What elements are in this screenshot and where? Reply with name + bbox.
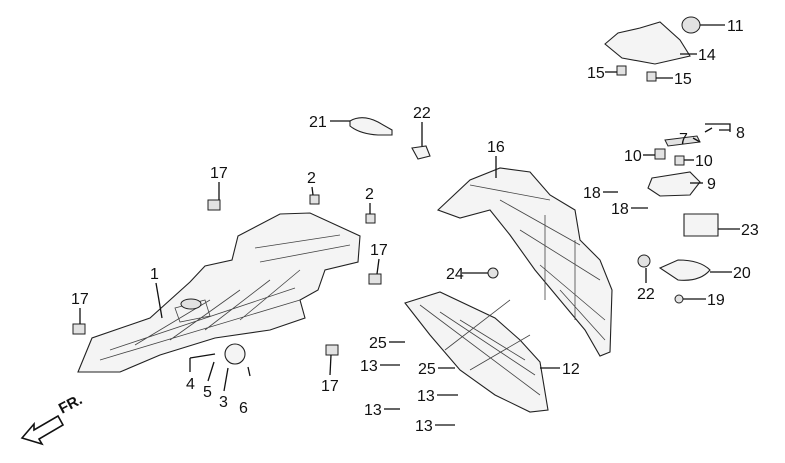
nut-part-22a <box>411 145 431 160</box>
collar-part-15b <box>646 71 657 82</box>
rear-fender-part-16 <box>436 167 613 357</box>
callout-13: 13 <box>415 418 433 435</box>
turn-signal-part-21 <box>349 117 393 136</box>
callout-4: 4 <box>186 376 195 393</box>
callout-18: 18 <box>611 201 629 218</box>
collar-part-10b <box>674 155 685 166</box>
callout-8: 8 <box>736 125 745 142</box>
callout-24: 24 <box>446 266 464 283</box>
callout-11: 11 <box>727 18 744 35</box>
callout-16: 16 <box>487 139 505 156</box>
callout-labels: 11 14 15 15 21 22 7 8 16 10 10 9 18 18 1… <box>71 18 759 435</box>
inner-fender-part-1 <box>77 212 361 373</box>
nut-part-24 <box>487 267 499 279</box>
collar-part-10a <box>654 148 666 160</box>
bolts <box>72 194 382 377</box>
callout-25: 25 <box>418 361 436 378</box>
callout-14: 14 <box>698 47 716 64</box>
callout-25: 25 <box>369 335 387 352</box>
callout-7: 7 <box>679 131 688 148</box>
callout-13: 13 <box>364 402 382 419</box>
front-label: FR. <box>56 391 85 417</box>
turn-signal-part-20 <box>658 259 711 281</box>
callout-20: 20 <box>733 265 751 282</box>
collar-part-15a <box>616 65 627 76</box>
callout-21: 21 <box>309 114 327 131</box>
grommet-part-11 <box>681 16 701 34</box>
callout-12: 12 <box>562 361 580 378</box>
bracket-part-9 <box>647 171 701 197</box>
callout-2: 2 <box>307 170 316 187</box>
callout-15: 15 <box>674 71 692 88</box>
leader-lines <box>79 24 740 426</box>
callout-1: 1 <box>150 266 159 283</box>
callout-22: 22 <box>637 286 655 303</box>
callout-22: 22 <box>413 105 431 122</box>
callout-13: 13 <box>360 358 378 375</box>
nut-part-22b <box>637 254 651 268</box>
callout-13: 13 <box>417 388 435 405</box>
callout-10: 10 <box>624 148 642 165</box>
callout-23: 23 <box>741 222 759 239</box>
screw-part-19 <box>674 294 684 304</box>
callout-17: 17 <box>71 291 89 308</box>
callout-9: 9 <box>707 176 716 193</box>
callout-18: 18 <box>583 185 601 202</box>
front-direction-arrow-icon: FR. <box>20 391 85 446</box>
callout-19: 19 <box>707 292 725 309</box>
callout-2: 2 <box>365 186 374 203</box>
callout-10: 10 <box>695 153 713 170</box>
callout-17: 17 <box>370 242 388 259</box>
callout-6: 6 <box>239 400 248 417</box>
callout-5: 5 <box>203 384 212 401</box>
callout-3: 3 <box>219 394 228 411</box>
mudguard-part-12 <box>404 291 549 413</box>
reflector-part-23 <box>683 213 719 237</box>
callout-17: 17 <box>321 378 339 395</box>
callout-15: 15 <box>587 65 605 82</box>
callout-17: 17 <box>210 165 228 182</box>
